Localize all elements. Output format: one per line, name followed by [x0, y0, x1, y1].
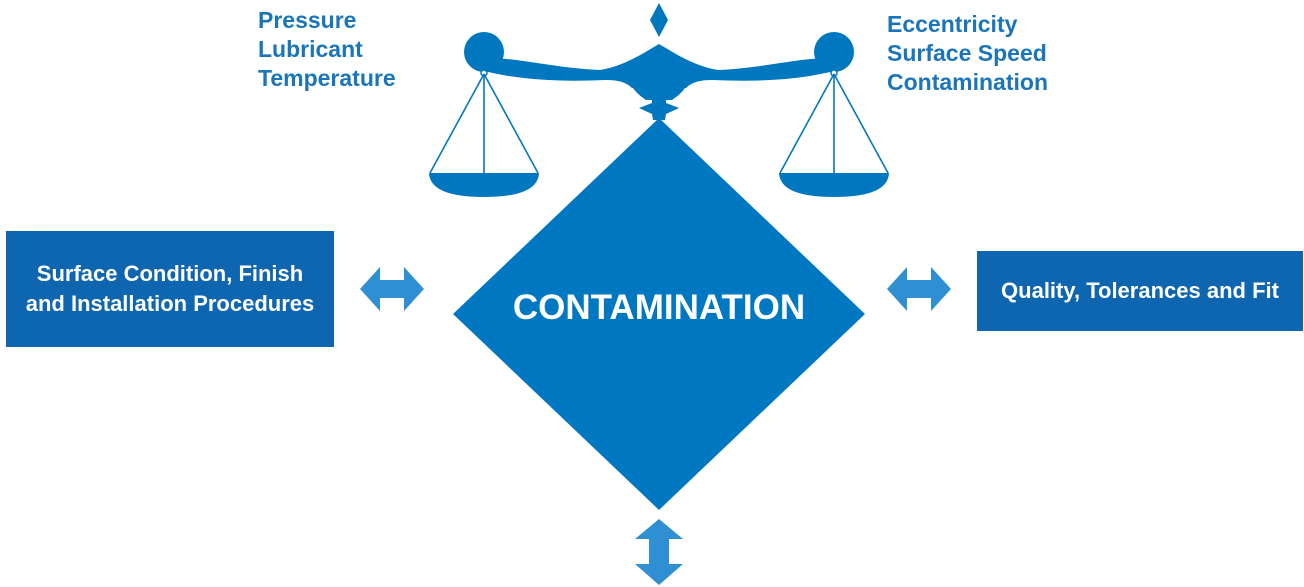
scale-stem [639, 99, 679, 120]
quality-tolerances-label: Quality, Tolerances and Fit [1001, 278, 1279, 303]
scale-pan-left [429, 69, 539, 197]
left-pan-factors: Pressure Lubricant Temperature [258, 6, 396, 93]
scale-end-right [814, 32, 854, 72]
factor-eccentricity: Eccentricity [887, 11, 1018, 37]
surface-condition-label: Surface Condition, Finish and Installati… [25, 261, 315, 316]
factor-surface-speed: Surface Speed [887, 40, 1047, 66]
surface-condition-box: Surface Condition, Finish and Installati… [6, 231, 334, 347]
quality-tolerances-box: Quality, Tolerances and Fit [977, 251, 1303, 331]
scale-cup [629, 72, 689, 100]
factor-temperature: Temperature [258, 65, 396, 91]
double-arrow-horizontal-icon [360, 267, 424, 311]
scale-end-left [464, 32, 504, 72]
contamination-diamond [453, 118, 865, 510]
double-arrow-horizontal-icon [887, 267, 951, 311]
scale-finial [650, 3, 668, 37]
double-arrow-vertical-icon [635, 519, 683, 585]
contamination-label: CONTAMINATION [512, 288, 806, 327]
factor-contamination: Contamination [887, 69, 1048, 95]
balance-scale-icon [429, 3, 889, 197]
scale-pan-right [779, 69, 889, 197]
factor-pressure: Pressure [258, 7, 357, 33]
right-pan-factors: Eccentricity Surface Speed Contamination [887, 10, 1048, 97]
factor-lubricant: Lubricant [258, 36, 363, 62]
scale-beam [480, 44, 838, 88]
